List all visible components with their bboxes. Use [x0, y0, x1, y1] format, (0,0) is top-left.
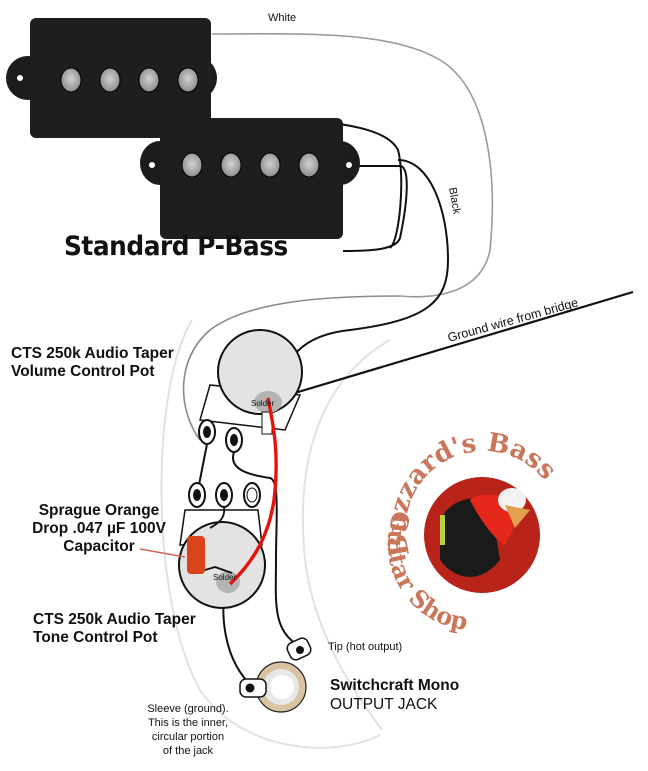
capacitor [139, 536, 205, 574]
volume-pot-label: CTS 250k Audio Taper Volume Control Pot [11, 345, 174, 381]
ground-wire [277, 290, 634, 400]
volume-pot-label-line1: CTS 250k Audio Taper [11, 345, 174, 362]
jack-label-line1: Switchcraft Mono [330, 677, 460, 694]
white-wire-label: White [268, 12, 297, 24]
capacitor-label: Sprague Orange Drop .047 µF 100V Capacit… [24, 502, 174, 556]
hot-wire [228, 397, 278, 586]
body-outline [160, 319, 391, 749]
capacitor-label-line2: Drop .047 µF 100V [32, 520, 166, 537]
tip-label: Tip (hot output) [328, 641, 403, 653]
black-wire-to-volume [274, 159, 450, 396]
volume-to-tone-wire [197, 443, 208, 491]
sleeve-label-line2: This is the inner, [147, 717, 229, 729]
volume-solder-label: Solder [251, 399, 274, 408]
diagram-title: Standard P-Bass [64, 231, 288, 262]
tone-solder-label: Solder [213, 573, 236, 582]
jack-label: Switchcraft Mono OUTPUT JACK [330, 676, 459, 714]
tone-pot-label: CTS 250k Audio Taper Tone Control Pot [33, 611, 196, 647]
pickup-1 [6, 18, 217, 138]
volume-pot-label-line2: Volume Control Pot [11, 363, 155, 380]
sleeve-label: Sleeve (ground). This is the inner, circ… [138, 702, 238, 758]
capacitor-label-line3: Capacitor [63, 538, 135, 555]
pickguard-cavity-outline [182, 295, 401, 441]
sleeve-label-line4: of the jack [162, 745, 214, 757]
black-wire-label: Black [446, 186, 463, 215]
sleeve-label-line1: Sleeve (ground). [147, 703, 229, 715]
white-wire [211, 33, 494, 298]
volume-pot [198, 329, 303, 453]
ground-wire-label: Ground wire from bridge [446, 295, 580, 345]
tone-pot-label-line1: CTS 250k Audio Taper [33, 611, 196, 628]
jack-label-line2: OUTPUT JACK [330, 696, 438, 713]
tone-pot-label-line2: Tone Control Pot [33, 629, 158, 646]
output-jack [239, 637, 312, 713]
buzzards-logo: Buzzard's Bass Guitar Shop [382, 428, 563, 636]
pickup2-wires [342, 165, 408, 252]
volume-to-jack-wire [232, 451, 299, 646]
capacitor-label-line1: Sprague Orange [38, 502, 160, 519]
sleeve-label-line3: circular portion [151, 731, 225, 743]
pickup-2 [140, 118, 360, 239]
